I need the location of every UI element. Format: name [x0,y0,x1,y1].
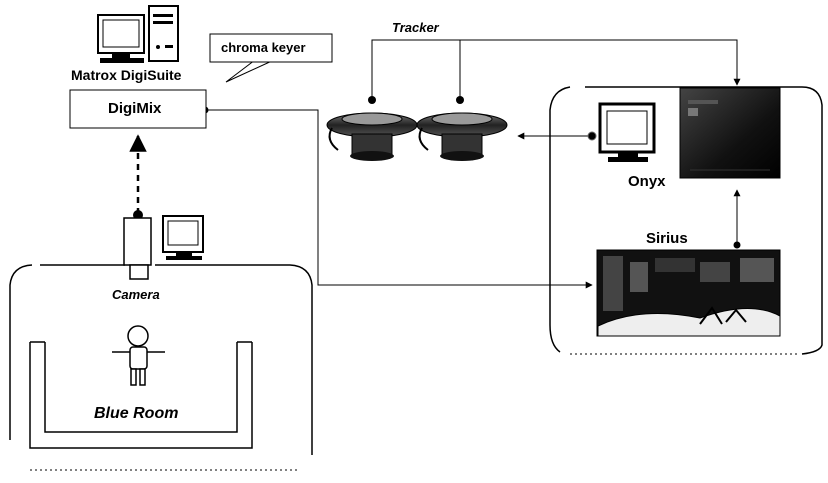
onyx-monitor-icon [598,102,656,162]
sirius-label: Sirius [646,230,688,247]
camera-icon [123,217,152,280]
onyx-computer-icon [679,87,781,179]
matrox-digisuite-label: Matrox DigiSuite [71,67,182,83]
onyx-monitor-connector [587,131,597,141]
onyx-label: Onyx [628,173,666,190]
chroma-keyer-label: chroma keyer [221,40,306,55]
tracker-sensor-icon [416,112,508,161]
person-icon [112,325,165,386]
chroma-keyer-pointer [225,59,275,83]
camera-label: Camera [112,287,160,302]
left-region-border [9,264,313,455]
tracker-connection [371,39,741,100]
chroma-keyer-box [209,33,333,63]
blue-room-walls [29,341,253,449]
tracker-sensor-icon [326,112,418,161]
digimix-label: DigiMix [108,100,162,117]
tracker-connector-2 [456,96,464,104]
camera-monitor-icon [162,215,204,260]
digimix-box [69,89,207,129]
blue-room-label: Blue Room [94,405,179,422]
digimix-to-sirius-line [205,109,593,289]
sirius-connector [733,241,741,249]
tracker-label: Tracker [392,20,439,35]
sirius-board-icon [596,249,781,337]
workstation-icon [97,5,179,63]
right-region-border [549,86,823,355]
tracker-connector-1 [368,96,376,104]
